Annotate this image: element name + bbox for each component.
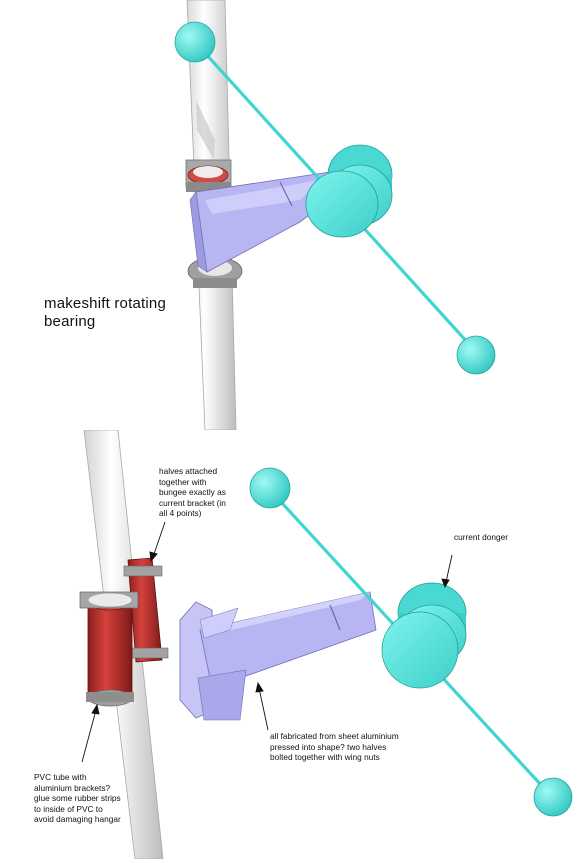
top-diagram-panel: makeshift rotating bearing bbox=[44, 0, 496, 430]
top-diagram-drawing bbox=[174, 0, 496, 430]
weight-stack bbox=[381, 582, 467, 689]
weight-stack bbox=[305, 144, 393, 238]
annotation-pvc-tube: PVC tube with aluminium brackets? glue s… bbox=[34, 772, 121, 825]
annotation-current-donger: current donger bbox=[454, 532, 508, 542]
annotation-fabricated-aluminium: all fabricated from sheet aluminium pres… bbox=[270, 731, 399, 763]
bottom-ball bbox=[533, 777, 573, 817]
upper-collar bbox=[185, 159, 232, 192]
bottom-diagram-panel: halves attached together with bungee exa… bbox=[0, 430, 580, 859]
pvc-tube bbox=[79, 591, 139, 707]
caption-makeshift-bearing: makeshift rotating bearing bbox=[44, 295, 166, 330]
bottom-ball bbox=[456, 335, 496, 375]
annotation-arrows bbox=[81, 521, 453, 763]
bracket-assembly bbox=[179, 591, 377, 721]
top-ball bbox=[174, 21, 216, 63]
bottom-diagram-drawing bbox=[79, 430, 573, 859]
annotation-halves-bungee: halves attached together with bungee exa… bbox=[159, 466, 226, 519]
top-ball bbox=[249, 467, 291, 509]
pole-shadow bbox=[196, 100, 215, 160]
pvc-half-right bbox=[123, 557, 169, 663]
